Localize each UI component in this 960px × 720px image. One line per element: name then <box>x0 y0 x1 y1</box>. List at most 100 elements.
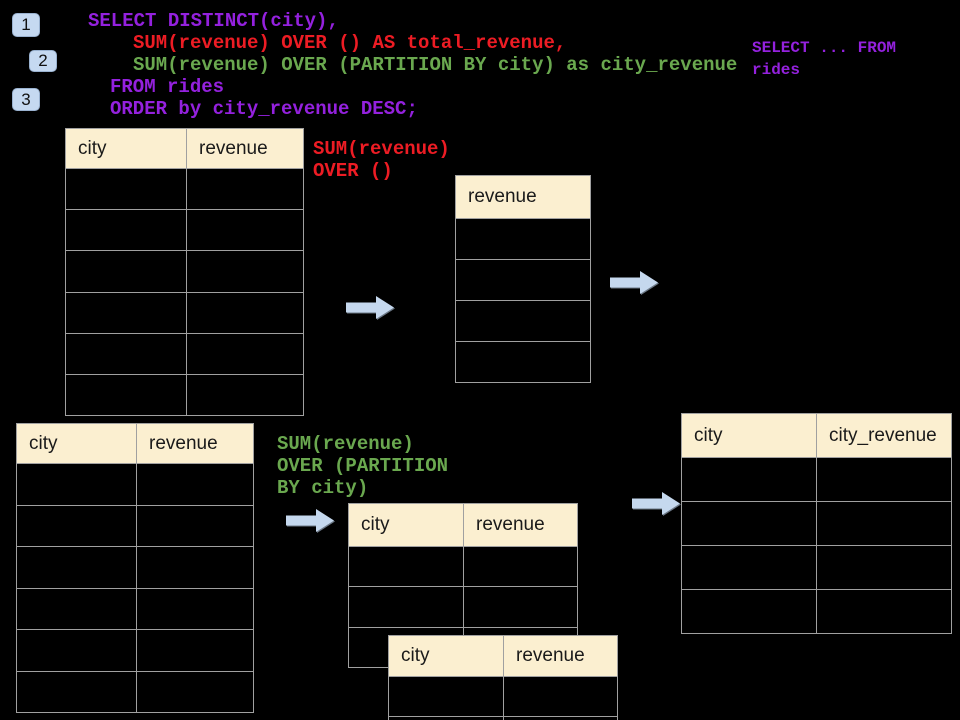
step-badge-3-label: 3 <box>21 89 31 109</box>
step-badge-1: 1 <box>12 13 40 37</box>
table-cell <box>504 677 617 716</box>
annotation-partition-line-3: BY city) <box>277 477 369 499</box>
table-cell <box>817 502 951 545</box>
table-cell <box>17 588 137 629</box>
annotation-total-line-2: OVER () <box>313 160 393 182</box>
table-cell <box>137 589 253 630</box>
flow-arrow-icon <box>286 509 334 532</box>
table-row <box>17 670 253 712</box>
table-cell <box>682 590 817 633</box>
side-note-line-2: rides <box>752 61 801 79</box>
code-line-total-revenue: SUM(revenue) OVER () AS total_revenue, <box>133 32 567 54</box>
column-header-city: city <box>66 129 187 168</box>
column-header-city: city <box>349 504 464 546</box>
step-badge-2: 2 <box>29 50 57 72</box>
table-cell <box>349 547 464 587</box>
step-badge-1-label: 1 <box>21 15 31 34</box>
table-row <box>17 464 253 505</box>
table-cell <box>187 375 303 415</box>
table-cell <box>349 587 464 627</box>
table-row <box>456 259 590 300</box>
table-header-row: city revenue <box>66 129 303 169</box>
table-row <box>389 677 617 716</box>
table-cell <box>187 293 303 333</box>
table-cell <box>682 546 817 589</box>
table-cell <box>66 251 187 292</box>
code-line-partition: SUM(revenue) OVER (PARTITION BY city) as… <box>133 54 738 76</box>
table-cell <box>817 458 951 501</box>
table-cell <box>137 630 253 671</box>
column-header-city: city <box>389 636 504 676</box>
table-cell <box>464 547 577 586</box>
table-cell <box>66 333 187 374</box>
table-rides-source-2: city revenue <box>16 423 254 713</box>
table-row <box>682 501 951 545</box>
table-cell <box>17 671 137 712</box>
table-row <box>66 169 303 210</box>
table-cell <box>464 587 577 626</box>
table-cell <box>456 260 590 300</box>
table-cell <box>17 505 137 546</box>
table-row <box>682 458 951 501</box>
table-cell <box>187 251 303 291</box>
annotation-partition-line-1: SUM(revenue) <box>277 433 414 455</box>
table-header-row: city city_revenue <box>682 414 951 458</box>
table-header-row: revenue <box>456 176 590 219</box>
table-row <box>66 250 303 292</box>
table-cell <box>682 502 817 545</box>
table-cell <box>137 506 253 547</box>
table-row <box>682 589 951 633</box>
column-header-city-revenue: city_revenue <box>829 424 937 446</box>
table-cell <box>66 292 187 333</box>
table-cell <box>66 374 187 416</box>
code-line-from: FROM rides <box>110 76 225 98</box>
table-cell <box>17 547 137 588</box>
table-row <box>389 716 617 720</box>
flow-arrow-icon <box>610 271 658 294</box>
table-cell <box>389 717 504 720</box>
table-row <box>456 300 590 341</box>
table-row <box>17 504 253 547</box>
table-cell <box>17 464 137 505</box>
table-cell <box>456 342 590 382</box>
table-row <box>66 291 303 333</box>
table-cell <box>682 458 817 501</box>
table-cell <box>66 210 187 251</box>
column-header-revenue: revenue <box>468 186 537 207</box>
table-partition-overlap: city revenue <box>388 635 618 720</box>
table-row <box>66 373 303 416</box>
table-row <box>17 587 253 630</box>
table-cell <box>187 334 303 374</box>
column-header-city: city <box>17 424 137 463</box>
table-row <box>349 547 577 587</box>
code-line-select: SELECT DISTINCT(city), <box>88 10 339 32</box>
table-cell <box>137 464 253 505</box>
table-row <box>66 209 303 251</box>
table-row <box>17 546 253 588</box>
code-line-order-by: ORDER by city_revenue DESC; <box>110 98 418 120</box>
table-row <box>682 545 951 589</box>
annotation-total-line-1: SUM(revenue) <box>313 138 450 160</box>
table-cell <box>456 301 590 341</box>
table-cell <box>66 169 187 210</box>
table-header-row: city revenue <box>389 636 617 677</box>
table-header-row: city revenue <box>349 504 577 547</box>
table-row <box>456 219 590 259</box>
flow-arrow-icon <box>346 296 394 319</box>
column-header-revenue: revenue <box>199 137 268 159</box>
column-header-city: city <box>682 414 817 457</box>
table-rides-source: city revenue <box>65 128 304 416</box>
column-header-revenue: revenue <box>149 432 218 454</box>
flow-arrow-icon <box>632 492 680 515</box>
column-header-revenue: revenue <box>516 645 585 666</box>
table-cell <box>817 546 951 589</box>
table-row <box>17 629 253 671</box>
table-cell <box>389 677 504 716</box>
step-badge-2-label: 2 <box>38 51 48 70</box>
table-row <box>66 332 303 374</box>
table-cell <box>17 630 137 671</box>
table-result-city-revenue: city city_revenue <box>681 413 952 634</box>
table-revenue-only: revenue <box>455 175 591 383</box>
table-cell <box>137 547 253 588</box>
